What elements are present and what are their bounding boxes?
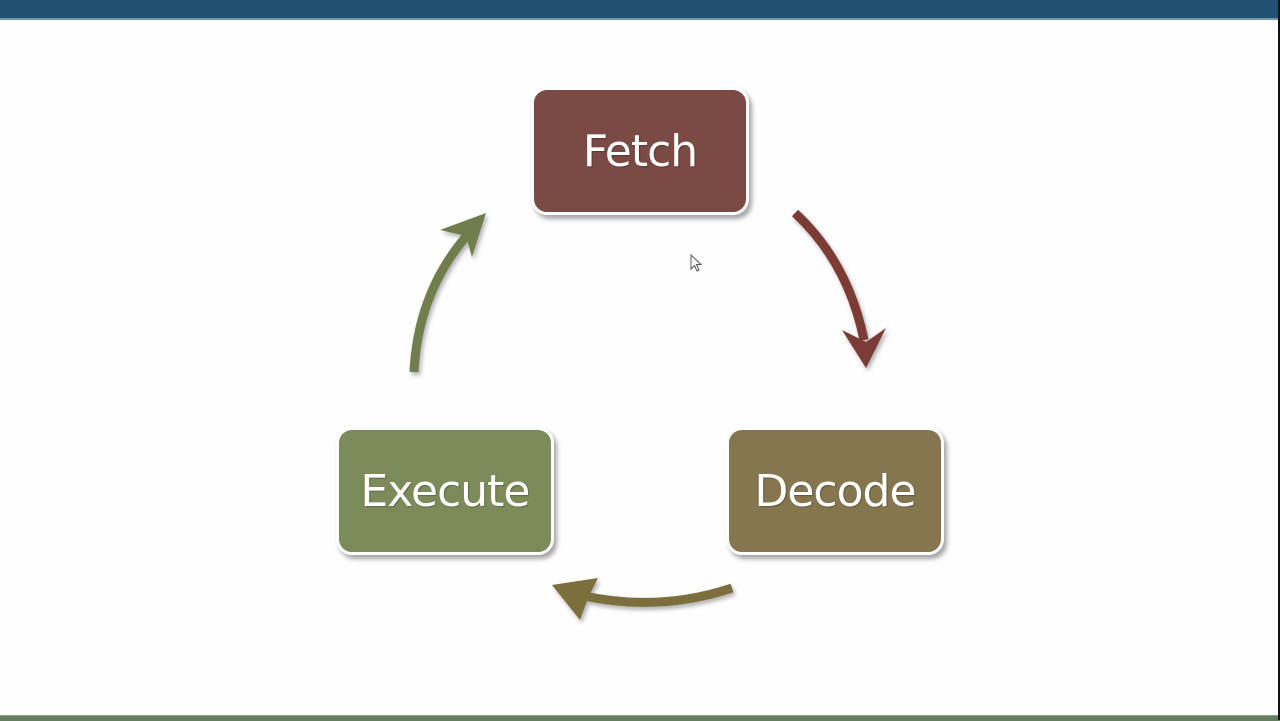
node-decode-label: Decode [754,465,916,517]
node-decode: Decode [726,427,944,555]
top-header-bar [0,0,1280,20]
mouse-cursor-icon [690,254,703,272]
node-execute-label: Execute [360,465,531,517]
arrow-decode-to-execute [552,578,734,620]
node-fetch-label: Fetch [582,125,698,177]
arrow-fetch-to-decode [791,209,886,368]
window-right-border [1278,0,1280,720]
arrow-execute-to-fetch [409,213,486,373]
node-fetch: Fetch [531,87,749,215]
node-execute: Execute [336,427,554,555]
bottom-footer-bar [0,715,1280,721]
